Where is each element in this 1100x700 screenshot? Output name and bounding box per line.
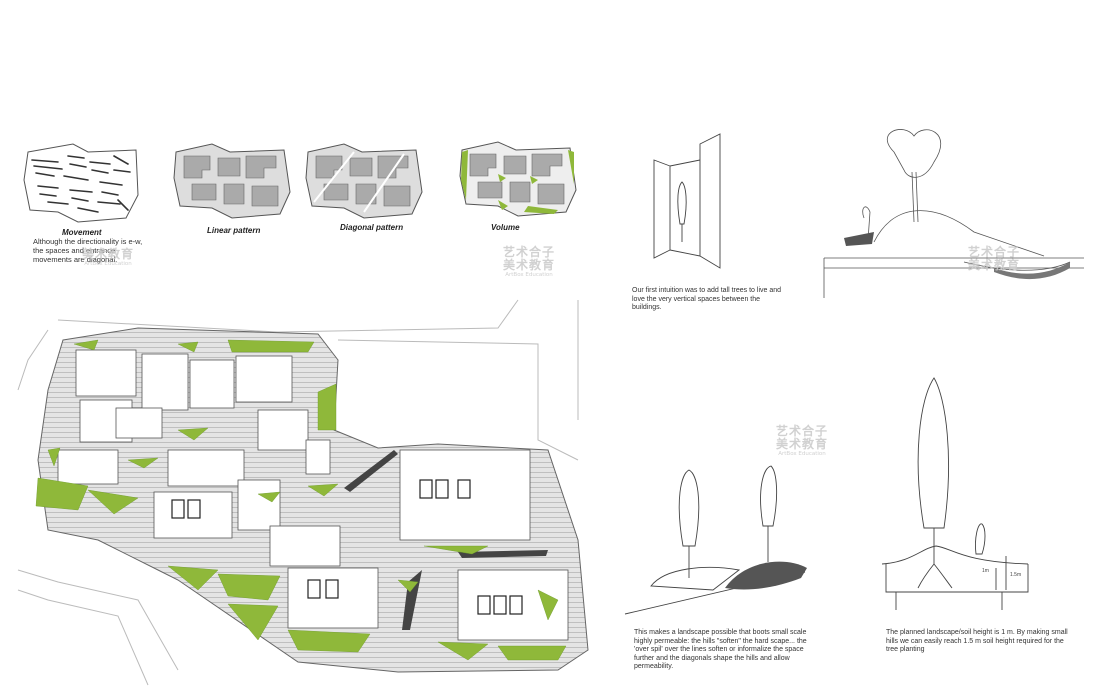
tall-trees-sketch bbox=[653, 133, 721, 269]
dim-large-label: 1.5m bbox=[1010, 572, 1022, 578]
soil-caption: The planned landscape/soil height is 1 m… bbox=[886, 629, 1068, 653]
watermark-3-line2: 美术教育 bbox=[776, 437, 829, 451]
diagonal-pattern-title: Diagonal pattern bbox=[340, 223, 404, 232]
tall-trees-caption: Our first intuition was to add tall tree… bbox=[632, 287, 782, 311]
watermark-3-line3: ArtBox Education bbox=[778, 451, 826, 457]
hills-caption: This makes a landscape possible that boo… bbox=[634, 629, 807, 670]
linear-pattern-diagram bbox=[173, 143, 291, 219]
volume-diagram bbox=[459, 141, 577, 217]
movement-title: Movement bbox=[62, 228, 102, 237]
volume-title: Volume bbox=[491, 223, 520, 232]
hills-sketch bbox=[624, 465, 807, 615]
section-sketch bbox=[823, 129, 1084, 298]
watermark-2-line2: 美术教育 bbox=[503, 258, 556, 272]
dim-small-label: 1m bbox=[982, 568, 989, 574]
movement-diagram bbox=[23, 143, 139, 223]
watermark-2-line1: 艺术合子 bbox=[503, 245, 556, 259]
movement-caption: Although the directionality is e-w, the … bbox=[33, 237, 143, 264]
watermark-1-line2: 美术教育 bbox=[82, 247, 135, 261]
soil-section-sketch bbox=[881, 377, 1029, 610]
watermark-4-line2: 美术教育 bbox=[968, 258, 1021, 272]
watermark-3-line1: 艺术合子 bbox=[776, 424, 829, 438]
watermark-4-line1: 艺术合子 bbox=[968, 245, 1021, 259]
watermark-4: 艺术合子 美术教育 bbox=[968, 246, 1020, 272]
watermark-3: 艺术合子 美术教育 ArtBox Education bbox=[776, 425, 828, 458]
diagonal-pattern-diagram bbox=[305, 143, 423, 219]
linear-pattern-title: Linear pattern bbox=[207, 226, 261, 235]
watermark-2: 艺术合子 美术教育 ArtBox Education bbox=[503, 246, 555, 279]
site-plan bbox=[17, 299, 589, 686]
watermark-1: 美术教育 ArtBox Education bbox=[82, 248, 134, 268]
watermark-2-line3: ArtBox Education bbox=[505, 272, 553, 278]
watermark-1-line3: ArtBox Education bbox=[84, 261, 132, 267]
